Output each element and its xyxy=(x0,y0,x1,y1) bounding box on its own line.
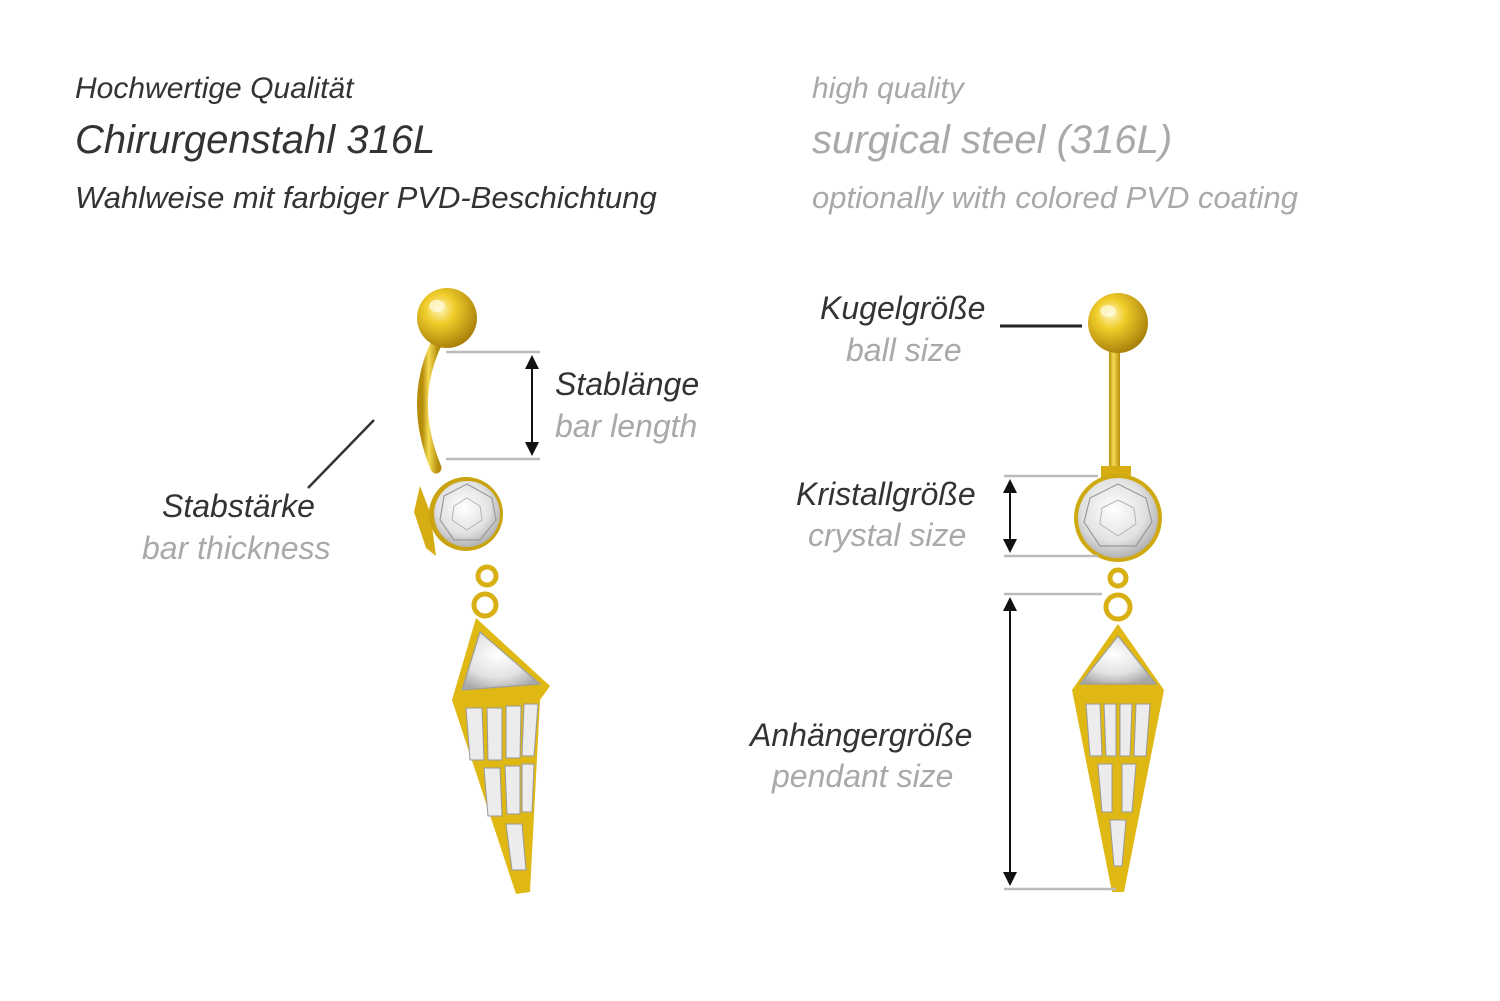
label-bar-length-en: bar length xyxy=(555,408,698,444)
label-pendant-size-en: pendant size xyxy=(772,758,954,794)
left-piercing xyxy=(414,288,550,894)
left-setting xyxy=(414,486,436,556)
header-en-quality: high quality xyxy=(812,72,964,105)
label-ball-size-de: Kugelgröße xyxy=(820,290,986,326)
right-ball xyxy=(1088,293,1148,353)
left-pendant xyxy=(452,618,550,894)
header-de-material: Chirurgenstahl 316L xyxy=(75,118,436,162)
label-pendant-size-de: Anhängergröße xyxy=(750,717,973,753)
label-crystal-size-en: crystal size xyxy=(808,517,967,553)
left-ball xyxy=(417,288,477,348)
label-bar-thickness-de: Stabstärke xyxy=(162,488,315,524)
label-crystal-size-de: Kristallgröße xyxy=(796,476,976,512)
header-de-coating: Wahlweise mit farbiger PVD-Beschichtung xyxy=(75,180,657,215)
bar-thickness-pointer xyxy=(307,419,375,489)
header-en-material: surgical steel (316L) xyxy=(812,118,1173,162)
left-curved-bar xyxy=(417,334,444,474)
header-de-quality: Hochwertige Qualität xyxy=(75,72,354,105)
label-ball-size-en: ball size xyxy=(846,332,962,368)
right-bar xyxy=(1109,345,1120,470)
header-en-coating: optionally with colored PVD coating xyxy=(812,180,1298,215)
right-crystal xyxy=(1078,478,1158,558)
right-piercing xyxy=(1072,293,1164,892)
label-bar-length-de: Stablänge xyxy=(555,366,700,402)
label-bar-thickness-en: bar thickness xyxy=(142,530,331,566)
left-crystal xyxy=(434,481,500,547)
right-pendant xyxy=(1072,624,1164,892)
